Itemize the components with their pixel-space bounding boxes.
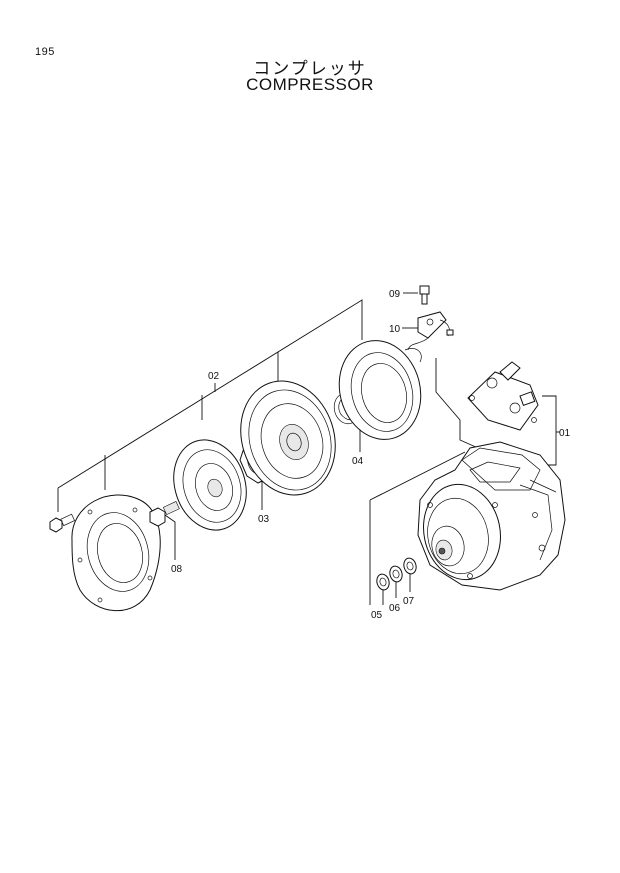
title-japanese: コンプレッサ xyxy=(253,59,367,79)
leader-09-10 xyxy=(402,292,418,329)
center-bolt xyxy=(149,501,180,527)
callout-07: 07 xyxy=(403,596,415,607)
leader-08 xyxy=(164,514,176,560)
callout-02: 02 xyxy=(208,371,220,382)
front-plate xyxy=(71,494,161,612)
leader-05-07 xyxy=(369,451,466,605)
callout-03: 03 xyxy=(258,514,270,525)
lead-bracket xyxy=(407,311,454,351)
callout-09: 09 xyxy=(389,289,401,300)
leader-02 xyxy=(57,299,363,512)
callout-10: 10 xyxy=(389,324,401,335)
field-coil xyxy=(338,340,422,440)
page-number: 195 xyxy=(35,46,55,58)
shim-05 xyxy=(376,573,390,591)
armature-plate xyxy=(173,439,247,531)
callout-05: 05 xyxy=(371,610,383,621)
callout-04: 04 xyxy=(352,456,364,467)
leader-01 xyxy=(435,358,560,466)
service-valve xyxy=(467,361,539,431)
callout-01: 01 xyxy=(559,428,571,439)
screw-09 xyxy=(419,285,430,305)
shim-06 xyxy=(389,565,403,583)
compressor-body xyxy=(417,441,566,591)
title-english: COMPRESSOR xyxy=(246,75,374,94)
shim-07 xyxy=(403,557,417,575)
pulley-rotor xyxy=(240,380,336,496)
callout-08: 08 xyxy=(171,564,183,575)
callout-06: 06 xyxy=(389,603,401,614)
bolt-left xyxy=(49,513,76,533)
